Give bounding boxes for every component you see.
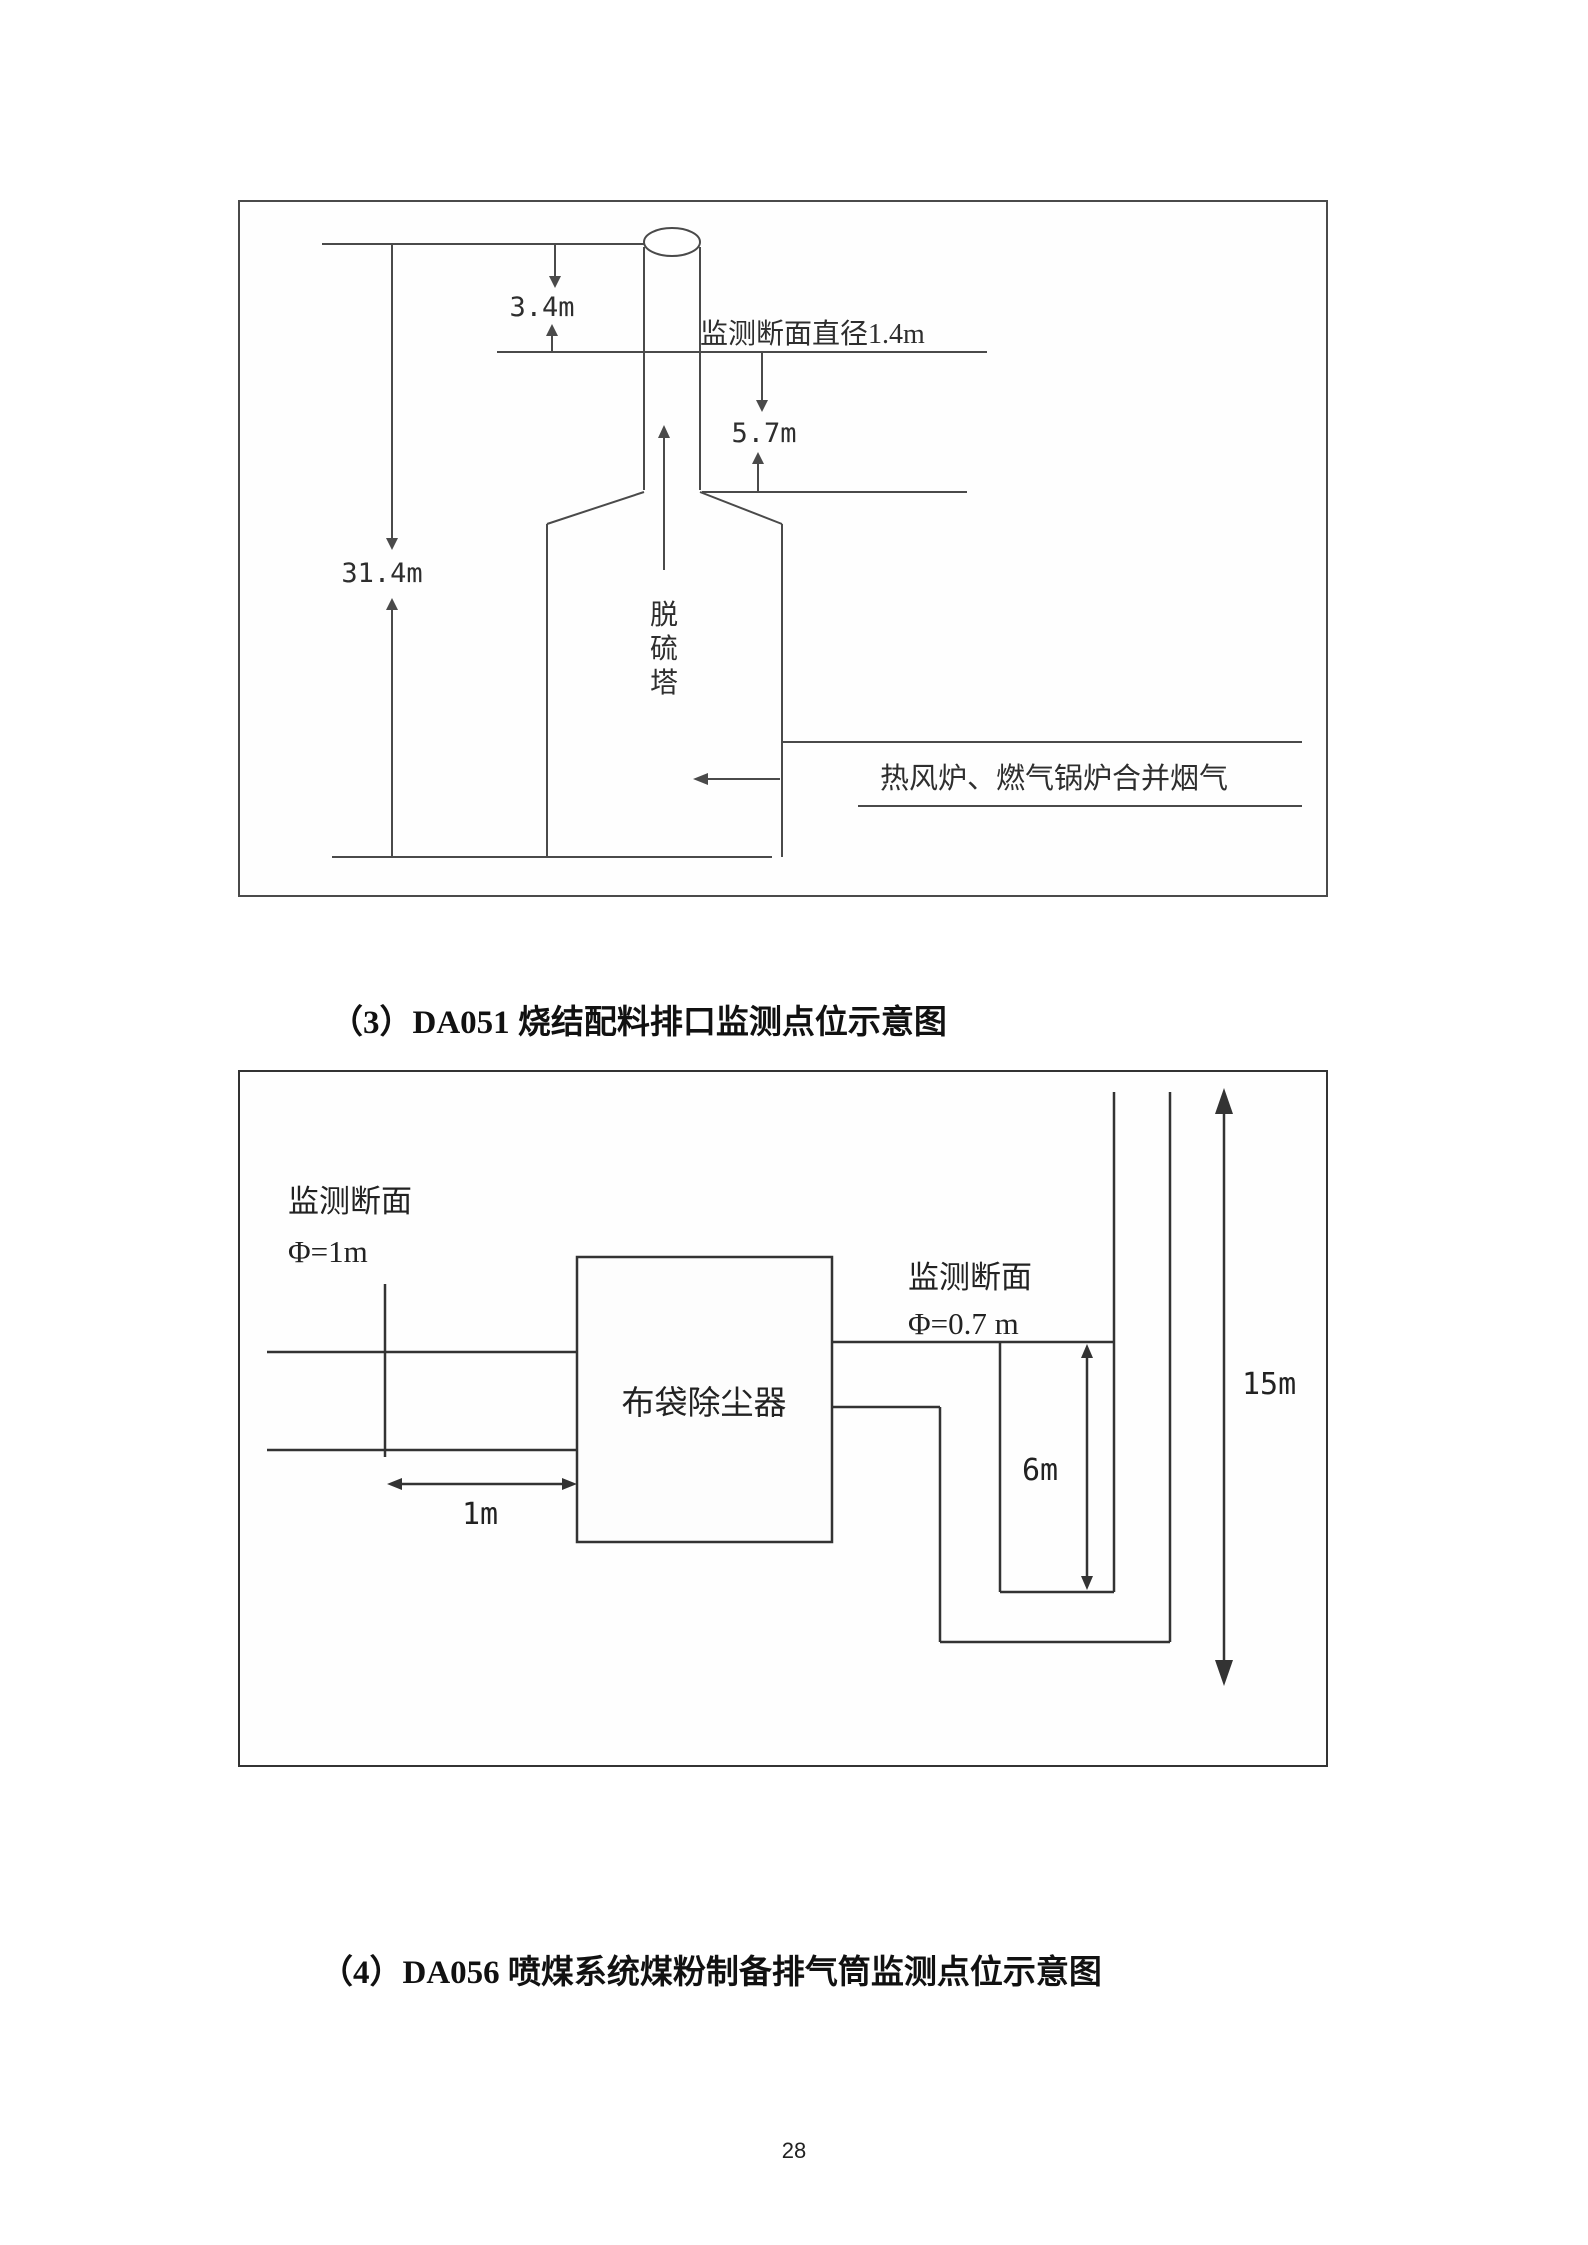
flue-gas-label: 热风炉、燃气锅炉合并烟气 [880,762,1228,795]
dim-total-height-label: 31.4m [341,558,422,589]
right-section-line1: 监测断面 [908,1260,1032,1295]
dim-6m-label: 6m [1022,1453,1058,1488]
dimension-drop-6m: 6m [1022,1344,1093,1590]
diagram-bag-filter: 监测断面 Φ=1m 布袋除尘器 1m [238,1070,1328,1767]
left-section-line1: 监测断面 [288,1184,412,1219]
dimension-inlet-1m: 1m [387,1478,577,1532]
dim-top-label: 3.4m [509,292,574,323]
caption-da056: （4）DA056 喷煤系统煤粉制备排气筒监测点位示意图 [320,1955,1102,1991]
baghouse-label: 布袋除尘器 [622,1385,787,1422]
monitoring-section-line: 监测断面直径1.4m [497,318,987,353]
tower-label-char-1: 脱 [650,599,678,631]
inlet-duct [267,1284,577,1457]
dimension-top-offset: 3.4m [509,244,575,352]
dimension-stack-15m: 15m [1215,1088,1296,1686]
flue-gas-inlet: 热风炉、燃气锅炉合并烟气 [693,741,1302,807]
tower-outline [546,491,783,857]
caption-da051: （3）DA051 烧结配料排口监测点位示意图 [330,1005,947,1041]
tower-label: 脱 硫 塔 [650,599,678,699]
dimension-total-height: 31.4m [341,244,423,857]
left-section-label: 监测断面 Φ=1m [288,1184,412,1269]
left-section-line2: Φ=1m [288,1234,368,1269]
tower-label-char-3: 塔 [650,667,678,699]
dimension-mid-offset: 5.7m [702,352,967,493]
dim-1m-label: 1m [462,1497,498,1532]
left-arrow-icon [693,773,708,785]
outlet-duct-and-stack [832,1092,1172,1644]
page-number: 28 [781,2138,807,2163]
stack-outline [643,227,701,490]
right-section-label: 监测断面 Φ=0.7 m [908,1260,1032,1341]
bag-filter-diagram-svg: 监测断面 Φ=1m 布袋除尘器 1m [267,1088,1296,1686]
dim-mid-label: 5.7m [731,418,796,449]
monitoring-section-label: 监测断面直径1.4m [700,318,925,350]
diagram-desulfurization-tower: 31.4m 3.4m 监测断面直径1.4m 5.7m [238,200,1328,897]
baghouse: 布袋除尘器 [575,1255,834,1544]
tower-label-char-2: 硫 [650,633,678,665]
flow-up-arrow [658,425,670,570]
dim-15m-label: 15m [1242,1367,1296,1402]
right-section-line2: Φ=0.7 m [908,1306,1019,1341]
tower-diagram-svg: 31.4m 3.4m 监测断面直径1.4m 5.7m [322,227,1302,858]
